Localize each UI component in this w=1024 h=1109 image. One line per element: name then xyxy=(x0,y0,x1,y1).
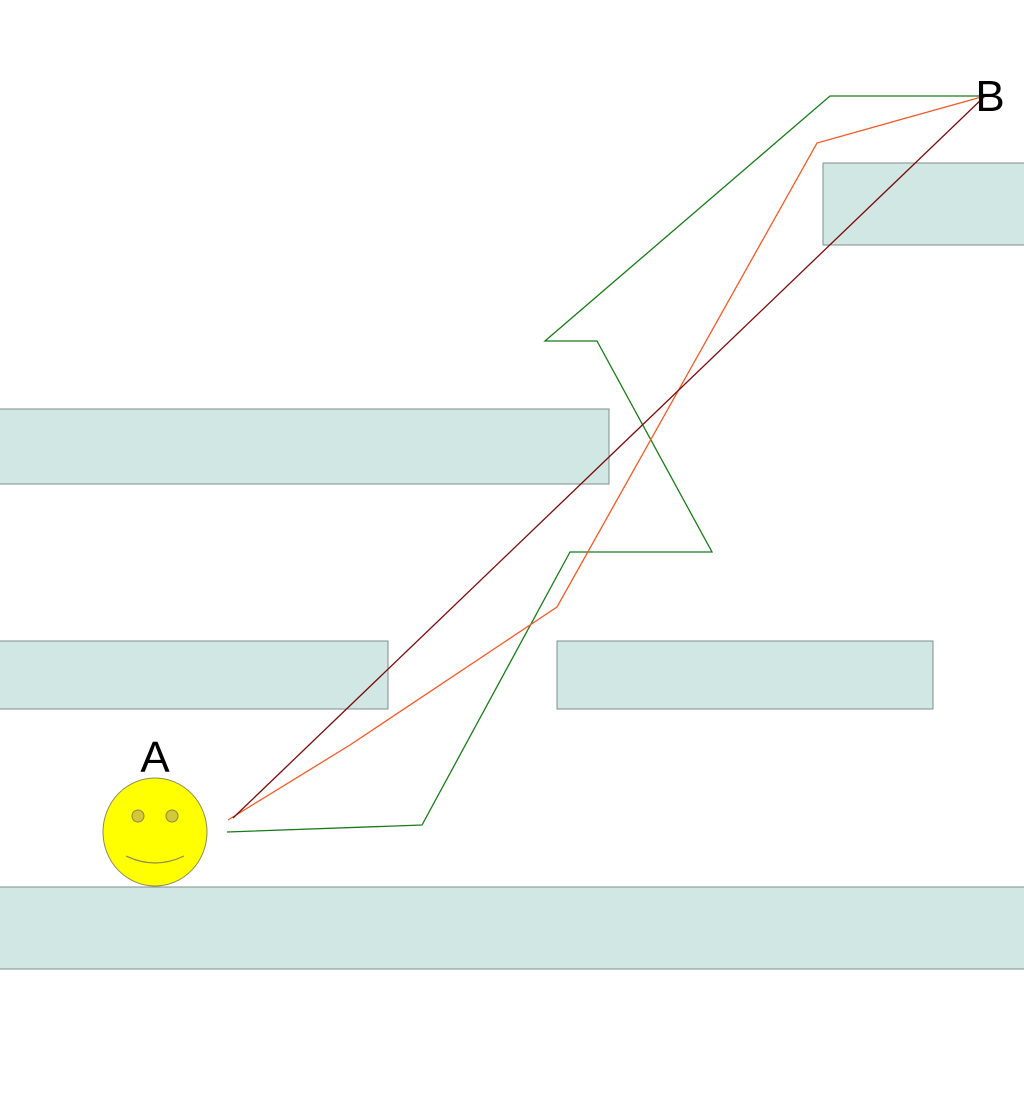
platform-lower-left xyxy=(0,640,389,710)
platform-top-right xyxy=(822,162,1024,246)
paths xyxy=(226,95,986,833)
smiley-face-circle xyxy=(102,777,208,887)
green-path xyxy=(226,95,985,833)
left-eye xyxy=(131,809,145,823)
start-label: A xyxy=(140,733,170,782)
darkred-path xyxy=(232,95,986,819)
platforms xyxy=(0,162,1024,970)
right-eye xyxy=(165,809,179,823)
platform-lower-right xyxy=(556,640,934,710)
platform-middle-left-long xyxy=(0,408,610,485)
orange-path xyxy=(227,95,986,821)
smiley-face xyxy=(102,777,208,887)
smile-mouth xyxy=(125,855,185,864)
goal-label: B xyxy=(975,72,1004,121)
platform-floor xyxy=(0,886,1024,970)
